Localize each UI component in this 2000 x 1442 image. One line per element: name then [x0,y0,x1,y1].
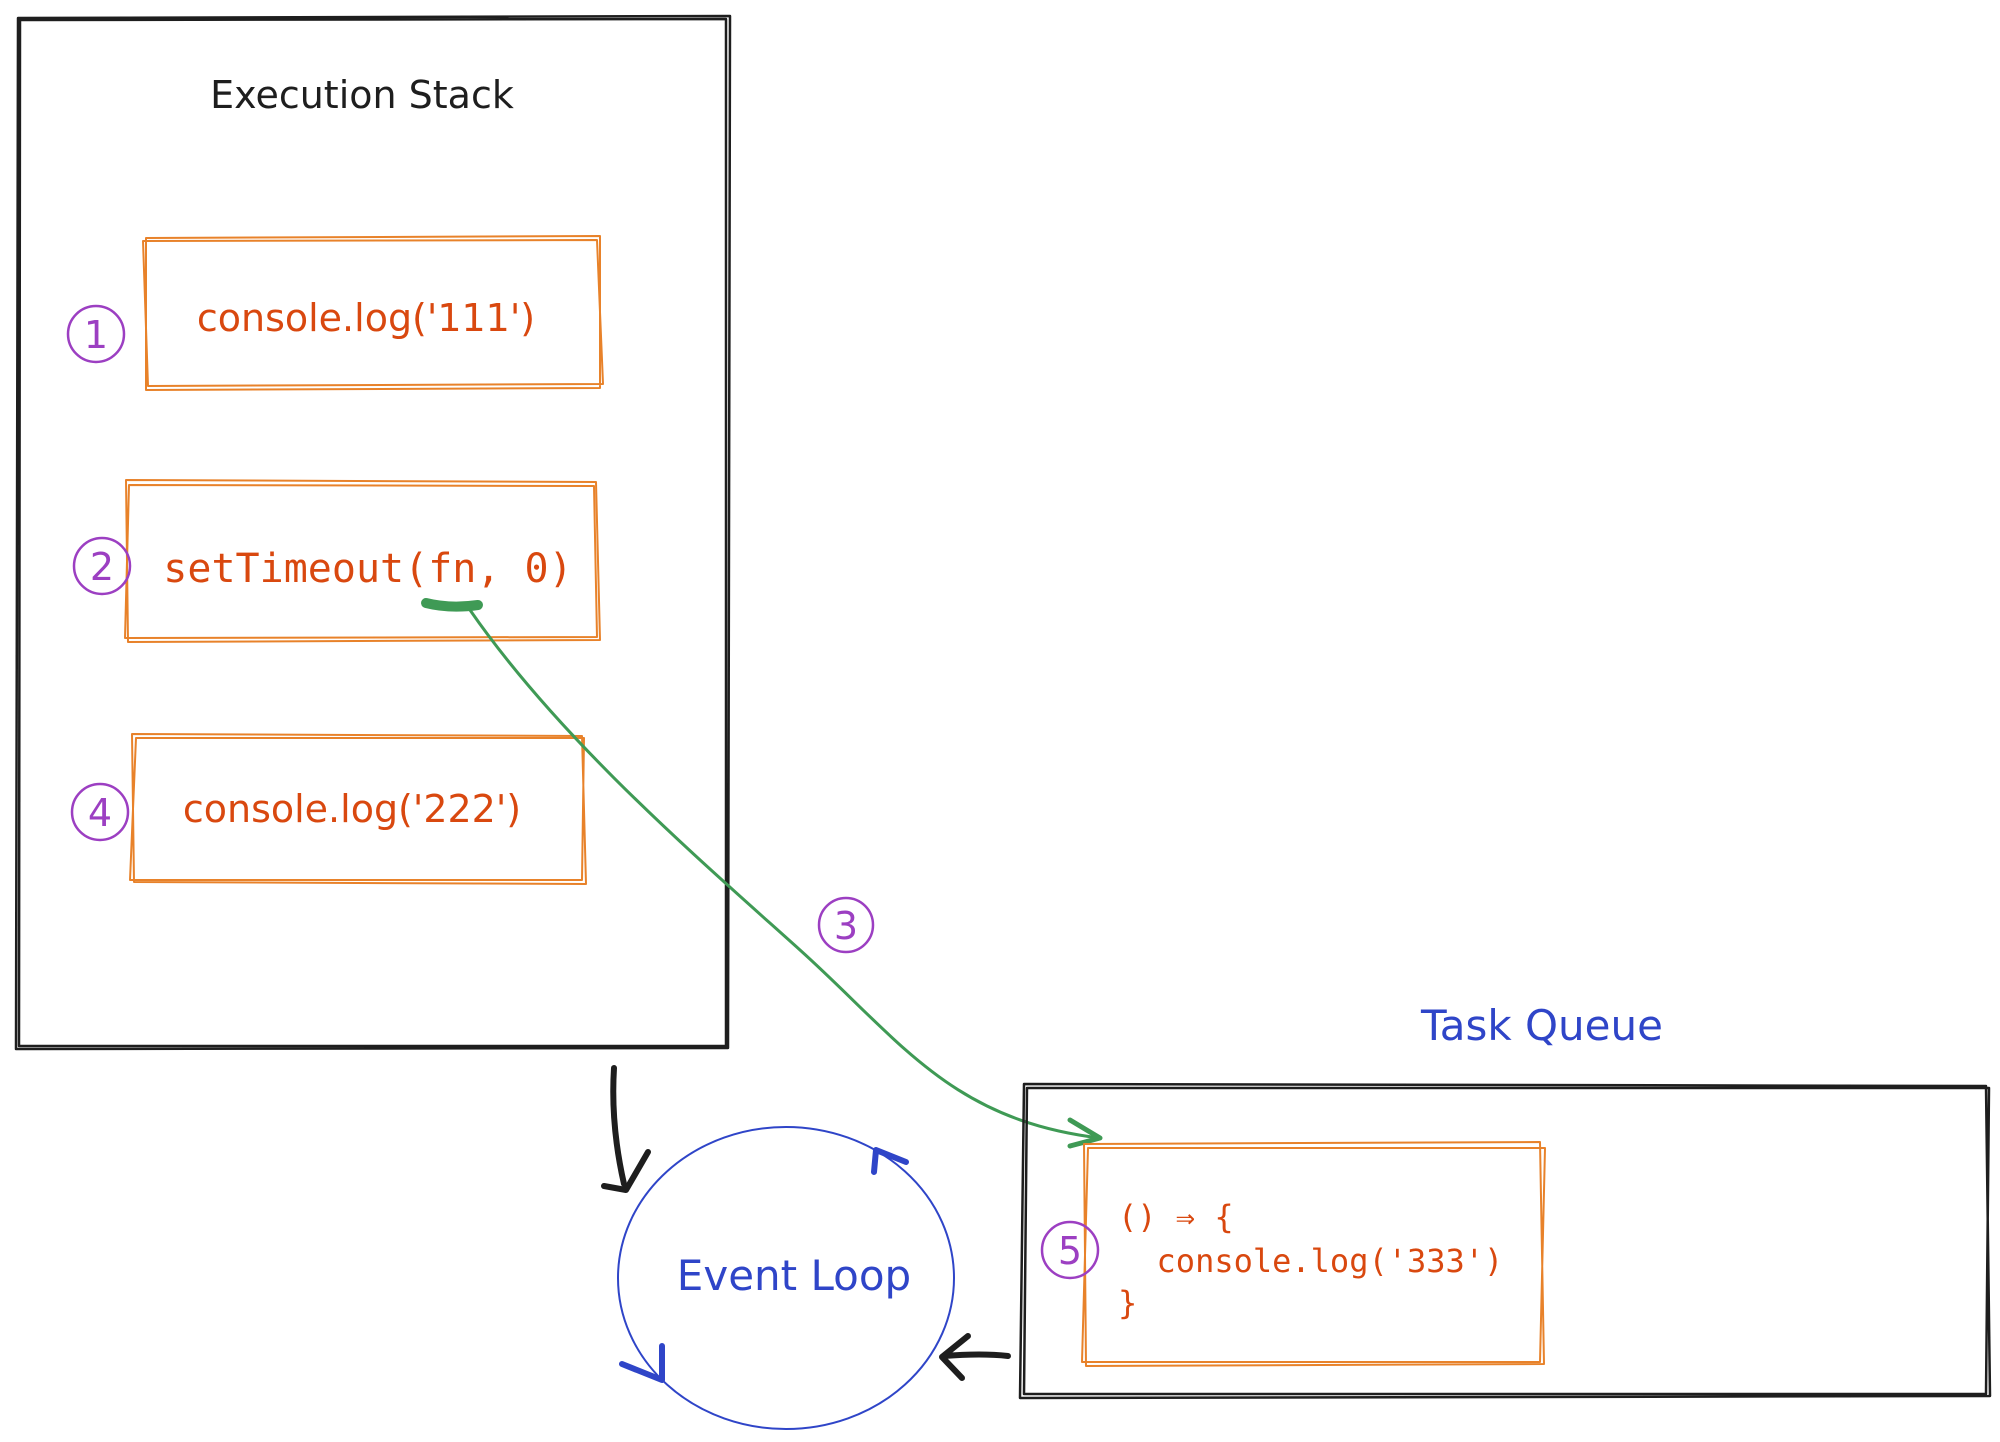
step-4-marker [70,782,130,842]
queued-task-line-2: console.log('333') [1118,1242,1503,1280]
step-2-label: 2 [90,545,114,589]
execution-stack-title: Execution Stack [210,73,514,117]
stack-to-loop-arrow-shaft [610,1065,627,1187]
step-2-marker [72,536,132,596]
callback-arrowhead [1067,1117,1103,1149]
execution-stack-panel: Execution Stack [14,14,732,1051]
callback-arrow-anchor [421,598,483,612]
callback-arrow-path [468,608,1102,1140]
event-loop-circle [617,1126,955,1430]
stack-frame-2-border [124,479,601,643]
step-5-label: 5 [1058,1229,1082,1273]
event-loop-label: Event Loop [677,1251,911,1300]
queue-to-loop-arrow-shaft [941,1351,1011,1359]
task-queue-border [1018,1082,1992,1400]
stack-frame-4-border [129,733,587,885]
stack-to-loop-arrow [601,1065,651,1193]
queued-task-line-1: () ⇒ { [1118,1198,1234,1236]
execution-stack-border [14,14,732,1051]
stack-frame-1: 1 console.log('111') [66,235,604,391]
step-3-label: 3 [834,904,858,948]
stack-frame-4: 4 console.log('222') [70,733,587,885]
stack-frame-2: 2 setTimeout(fn, 0) [72,479,601,643]
stack-frame-1-code: console.log('111') [197,296,535,340]
event-loop-arrow-top-icon [871,1147,909,1175]
callback-arrow: 3 [421,598,1103,1149]
event-loop: Event Loop [617,1126,955,1430]
queue-to-loop-arrow [939,1333,1011,1381]
step-5-marker [1040,1220,1100,1280]
step-3-marker [817,896,875,954]
task-queue-panel: Task Queue [1018,1001,1992,1400]
step-4-label: 4 [88,791,112,835]
stack-frame-1-border [142,235,604,391]
queue-to-loop-arrowhead [939,1333,971,1381]
queued-task-border [1081,1141,1546,1367]
stack-frame-2-code: setTimeout(fn, 0) [163,546,572,592]
task-queue-title: Task Queue [1420,1001,1663,1050]
queued-task-line-3: } [1118,1284,1137,1322]
stack-to-loop-arrowhead [601,1149,651,1193]
step-1-label: 1 [84,313,108,357]
event-loop-arrow-bottom-icon [619,1343,665,1383]
step-1-marker [66,304,126,364]
queued-task: 5 () ⇒ { console.log('333') } [1040,1141,1546,1367]
stack-frame-4-code: console.log('222') [183,787,521,831]
